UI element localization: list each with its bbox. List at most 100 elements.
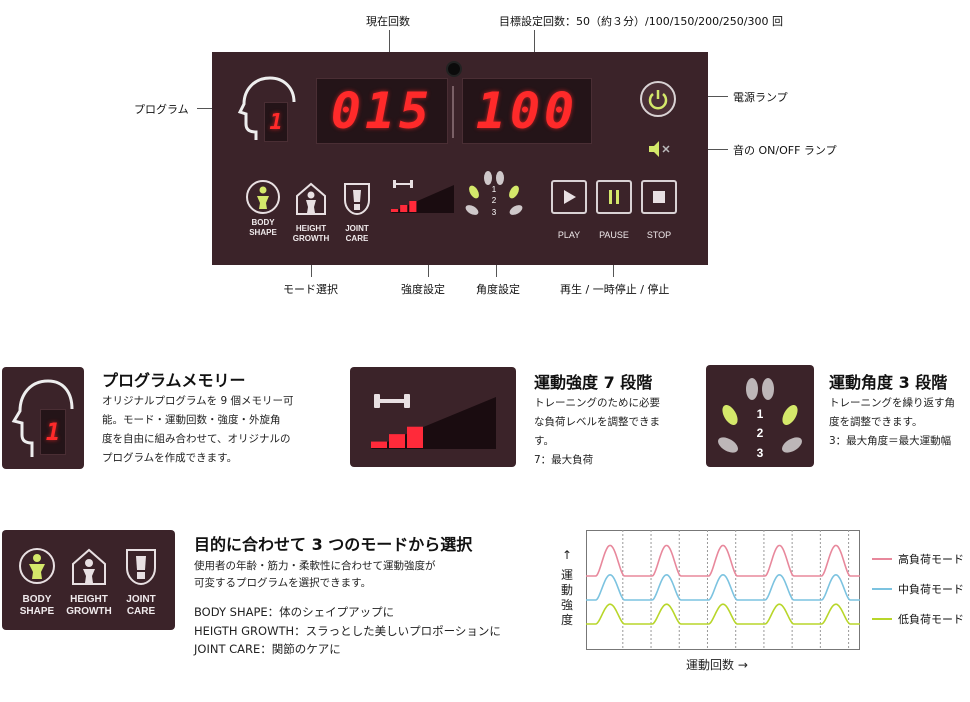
strength-feature-card [350,367,516,467]
height-growth-icon [296,182,326,215]
angle-feature-level-3: 3 [757,446,764,460]
mid-load-curve [586,573,860,601]
memory-desc-line: プログラムを作成できます。 [102,452,238,464]
strength-meter-step [389,434,405,448]
legend-high-swatch [872,558,892,560]
modes-card-joint-care: JOINT CARE [116,546,166,618]
memory-digit: 1 [45,418,61,446]
memory-feature-card: 1 [2,367,84,469]
angle-feature-title: 運動角度 3 段階 [829,373,948,392]
pause-icon [609,190,619,204]
mode-button-joint-care[interactable]: JOINT CARE [334,180,380,244]
strength-desc-line: トレーニングのために必要 [534,397,660,409]
pause-label: PAUSE [599,230,629,240]
sound-lamp-callout: 音の ON/OFF ランプ [733,144,837,157]
modes-desc-line: 可変するプログラムを選択できます。 [194,577,372,589]
legend-mid-label: 中負荷モード [898,583,964,596]
modes-feature-details: BODY SHAPE：体のシェイプアップに HEIGTH GROWTH：スラっと… [194,603,534,659]
modes-detail-line: BODY SHAPE：体のシェイプアップに [194,605,395,619]
load-wave-graph [586,530,860,650]
memory-feature-title: プログラムメモリー [102,371,246,390]
legend-high-label: 高負荷モード [898,553,964,566]
angle-level-2: 2 [492,196,497,205]
angle-feature-level-2: 2 [757,426,764,440]
angle-setting-callout: 角度設定 [476,283,520,296]
playback-controls-callout: 再生 / 一時停止 / 停止 [560,283,670,296]
strength-feature-title: 運動強度 7 段階 [534,373,653,392]
angle-feature-level-1: 1 [757,407,764,421]
body-shape-icon [257,186,269,209]
mode-label-height-growth-1: HEIGHT [295,224,327,233]
play-button[interactable] [551,180,587,214]
strength-meter-step [407,426,423,448]
mode-label-body-shape-2: SHAPE [249,228,277,237]
program-leader [197,108,215,109]
legend-low-swatch [872,618,892,620]
memory-feature-desc: オリジナルプログラムを 9 個メモリー可 能。モード・運動回数・強度・外旋角 度… [102,392,334,468]
strength-feature-meter [370,397,496,449]
legend-low-label: 低負荷モード [898,613,964,626]
current-count-value: 015 [330,82,434,140]
strength-level-meter[interactable] [390,185,454,213]
program-callout: プログラム [134,103,189,116]
graph-frame [586,530,860,650]
display-divider [452,86,454,138]
modes-card-height-growth-1: HEIGHT [70,594,108,605]
play-label: PLAY [557,230,581,240]
stop-button[interactable] [641,180,677,214]
memory-desc-line: 度を自由に組み合わせて、オリジナルの [102,433,291,445]
mode-button-height-growth[interactable]: HEIGHT GROWTH [288,180,334,244]
strength-meter-background [370,397,496,449]
target-count-callout: 目標設定回数：50（約３分）/100/150/200/250/300 回 [499,15,784,28]
angle-desc-line: トレーニングを繰り返す角 [829,397,955,409]
strength-meter-step [371,441,387,448]
program-digit: 1 [269,109,283,135]
dumbbell-icon [393,180,413,188]
strength-meter-step [400,205,408,212]
target-count-value: 100 [475,82,579,140]
power-icon [648,90,668,110]
chart-ylabel: 運動強度 [561,568,574,627]
mode-label-body-shape-1: BODY [251,218,275,227]
strength-desc-line: な負荷レベルを調整できま [534,416,660,428]
angle-level-3: 3 [492,208,497,217]
program-display: 1 [264,102,288,142]
modes-card-joint-care-1: JOINT [126,594,156,605]
chart-xlabel: 運動回数 → [686,658,748,672]
angle-feature-card: 1 2 3 [706,365,814,467]
mode-button-body-shape[interactable]: BODY SHAPE [240,180,286,238]
modes-card-body-shape-1: BODY [22,594,52,605]
stop-icon [653,191,665,203]
power-button[interactable] [640,81,676,117]
program-head-icon [237,76,296,140]
modes-detail-line: JOINT CARE：関節のケアに [194,642,341,656]
low-load-curve [586,603,860,625]
mode-label-joint-care-2: CARE [345,234,369,243]
angle-feet-icon[interactable]: 1 2 3 [464,168,524,220]
strength-meter-step [409,201,417,212]
modes-detail-line: HEIGTH GROWTH：スラっとした美しいプロポーションに [194,623,501,638]
mode-label-height-growth-2: GROWTH [292,234,330,243]
camera-lens [446,61,462,77]
pause-button[interactable] [596,180,632,214]
joint-care-icon [344,183,370,216]
angle-feature-feet-icon: 1 2 3 [718,378,802,460]
target-count-display: 100 [462,78,592,144]
stop-label: STOP [646,230,672,240]
modes-feature-title: 目的に合わせて 3 つのモードから選択 [194,535,473,554]
strength-meter-background [390,185,454,213]
modes-card-height-growth-icon [72,548,106,585]
modes-card-body-shape-2: SHAPE [19,606,55,617]
high-load-curve [586,544,860,577]
angle-desc-line: 度を調整できます。 [829,416,923,428]
chart-ylabel-arrow: ↑ [562,548,573,562]
modes-card-height-growth-2: GROWTH [66,606,112,617]
modes-feature-card: BODY SHAPE HEIGHT GROWTH JOINT CARE [2,530,175,630]
strength-meter-step [391,209,399,212]
memory-digit-display: 1 [40,409,66,455]
sound-mute-icon[interactable] [646,138,674,160]
modes-desc-line: 使用者の年齢・筋力・柔軟性に合わせて運動強度が [194,560,436,572]
modes-card-joint-care-2: CARE [126,606,156,617]
strength-desc-line: す。 [534,435,554,447]
strength-desc-line: 7：最大負荷 [534,454,594,466]
